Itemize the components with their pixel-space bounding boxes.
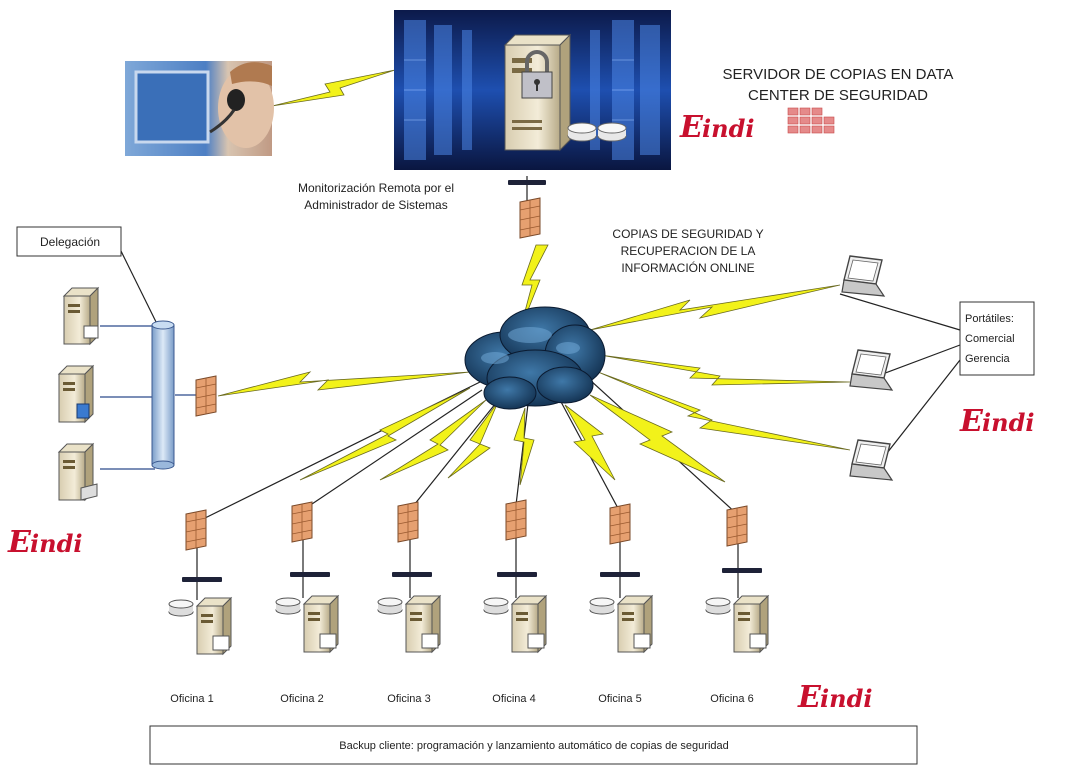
- portables-label-box: Portátiles: Comercial Gerencia: [959, 301, 1035, 376]
- network-bars: [182, 180, 762, 582]
- bolt-laptop-1: [589, 284, 841, 331]
- firewall-icon: [505, 499, 527, 541]
- svg-text:E: E: [959, 404, 984, 439]
- eindi-logo: E indi: [7, 525, 82, 560]
- office-server-group: [168, 596, 233, 656]
- server-icon: [57, 442, 98, 502]
- laptops: [841, 255, 894, 481]
- datacenter-image: [394, 10, 671, 170]
- office-label: Oficina 6: [710, 693, 753, 705]
- server-icon: [57, 364, 95, 424]
- bolt-office-3: [447, 401, 499, 479]
- bolt-office-6: [589, 394, 726, 483]
- internet-cloud-icon: [464, 306, 606, 410]
- bolt-delegation: [217, 371, 471, 397]
- delegation-label: Delegación: [40, 235, 100, 249]
- office-server-group: [705, 594, 770, 654]
- firewall-icon: [726, 505, 748, 547]
- datacenter-title-line2: CENTER DE SEGURIDAD: [748, 87, 928, 104]
- monitor-caption-line1: Monitorización Remota por el: [298, 181, 454, 195]
- svg-text:indi: indi: [820, 684, 872, 713]
- cloud-caption-line2: RECUPERACION DE LA: [621, 244, 756, 258]
- server-icon: [62, 286, 100, 346]
- eindi-logo: E indi: [959, 404, 1034, 439]
- laptop-icon: [841, 255, 886, 297]
- office-server-group: [377, 594, 442, 654]
- eindi-logo: E indi: [679, 110, 754, 145]
- lightning-links: [217, 69, 851, 486]
- office-server-group: [275, 594, 340, 654]
- bolt-office-5: [564, 404, 616, 481]
- office-server-group: [483, 594, 548, 654]
- svg-text:E: E: [679, 110, 704, 145]
- cloud-caption-line3: INFORMACIÓN ONLINE: [621, 260, 754, 275]
- delegation-servers: [57, 286, 100, 502]
- firewall-icon: [397, 501, 419, 543]
- laptop-icon: [849, 439, 894, 481]
- cloud-caption-line1: COPIAS DE SEGURIDAD Y: [612, 227, 763, 241]
- laptop-icon: [849, 349, 894, 391]
- svg-text:indi: indi: [30, 529, 82, 558]
- svg-text:indi: indi: [982, 408, 1034, 437]
- firewalls: [185, 197, 748, 551]
- office-label: Oficina 5: [598, 693, 641, 705]
- office-servers: [168, 594, 770, 656]
- svg-text:indi: indi: [702, 114, 754, 143]
- bolt-office-1: [299, 387, 471, 481]
- portables-label-line3: Gerencia: [965, 353, 1011, 365]
- delegation-pipe: [151, 320, 175, 470]
- bolt-laptop-2: [599, 354, 851, 386]
- delegation-label-box: Delegación: [16, 226, 122, 257]
- firewall-icon: [185, 509, 207, 551]
- office-label: Oficina 1: [170, 693, 213, 705]
- svg-text:E: E: [7, 525, 32, 560]
- firewall-icon: [609, 503, 631, 545]
- office-label: Oficina 3: [387, 693, 430, 705]
- secure-server-icon: [503, 33, 627, 152]
- bolt-office-2: [379, 399, 487, 481]
- footer-box: Backup cliente: programación y lanzamien…: [149, 725, 918, 765]
- office-label: Oficina 2: [280, 693, 323, 705]
- bolt-monitor: [271, 69, 396, 107]
- eindi-logo: E indi: [797, 680, 872, 715]
- office-server-group: [589, 594, 654, 654]
- admin-photo: [125, 61, 274, 156]
- footer-text: Backup cliente: programación y lanzamien…: [339, 740, 729, 752]
- bolt-laptop-3: [597, 371, 851, 451]
- datacenter-title-line1: SERVIDOR DE COPIAS EN DATA: [723, 66, 954, 83]
- portables-label-line2: Comercial: [965, 333, 1015, 345]
- office-label: Oficina 4: [492, 693, 535, 705]
- bolt-office-4: [513, 407, 535, 486]
- brand-block-icon: [787, 107, 835, 134]
- firewall-icon: [519, 197, 541, 239]
- firewall-icon: [291, 501, 313, 543]
- svg-text:E: E: [797, 680, 822, 715]
- monitor-caption-line2: Administrador de Sistemas: [304, 198, 447, 212]
- portables-label-line1: Portátiles:: [965, 313, 1014, 325]
- firewall-icon: [195, 375, 217, 417]
